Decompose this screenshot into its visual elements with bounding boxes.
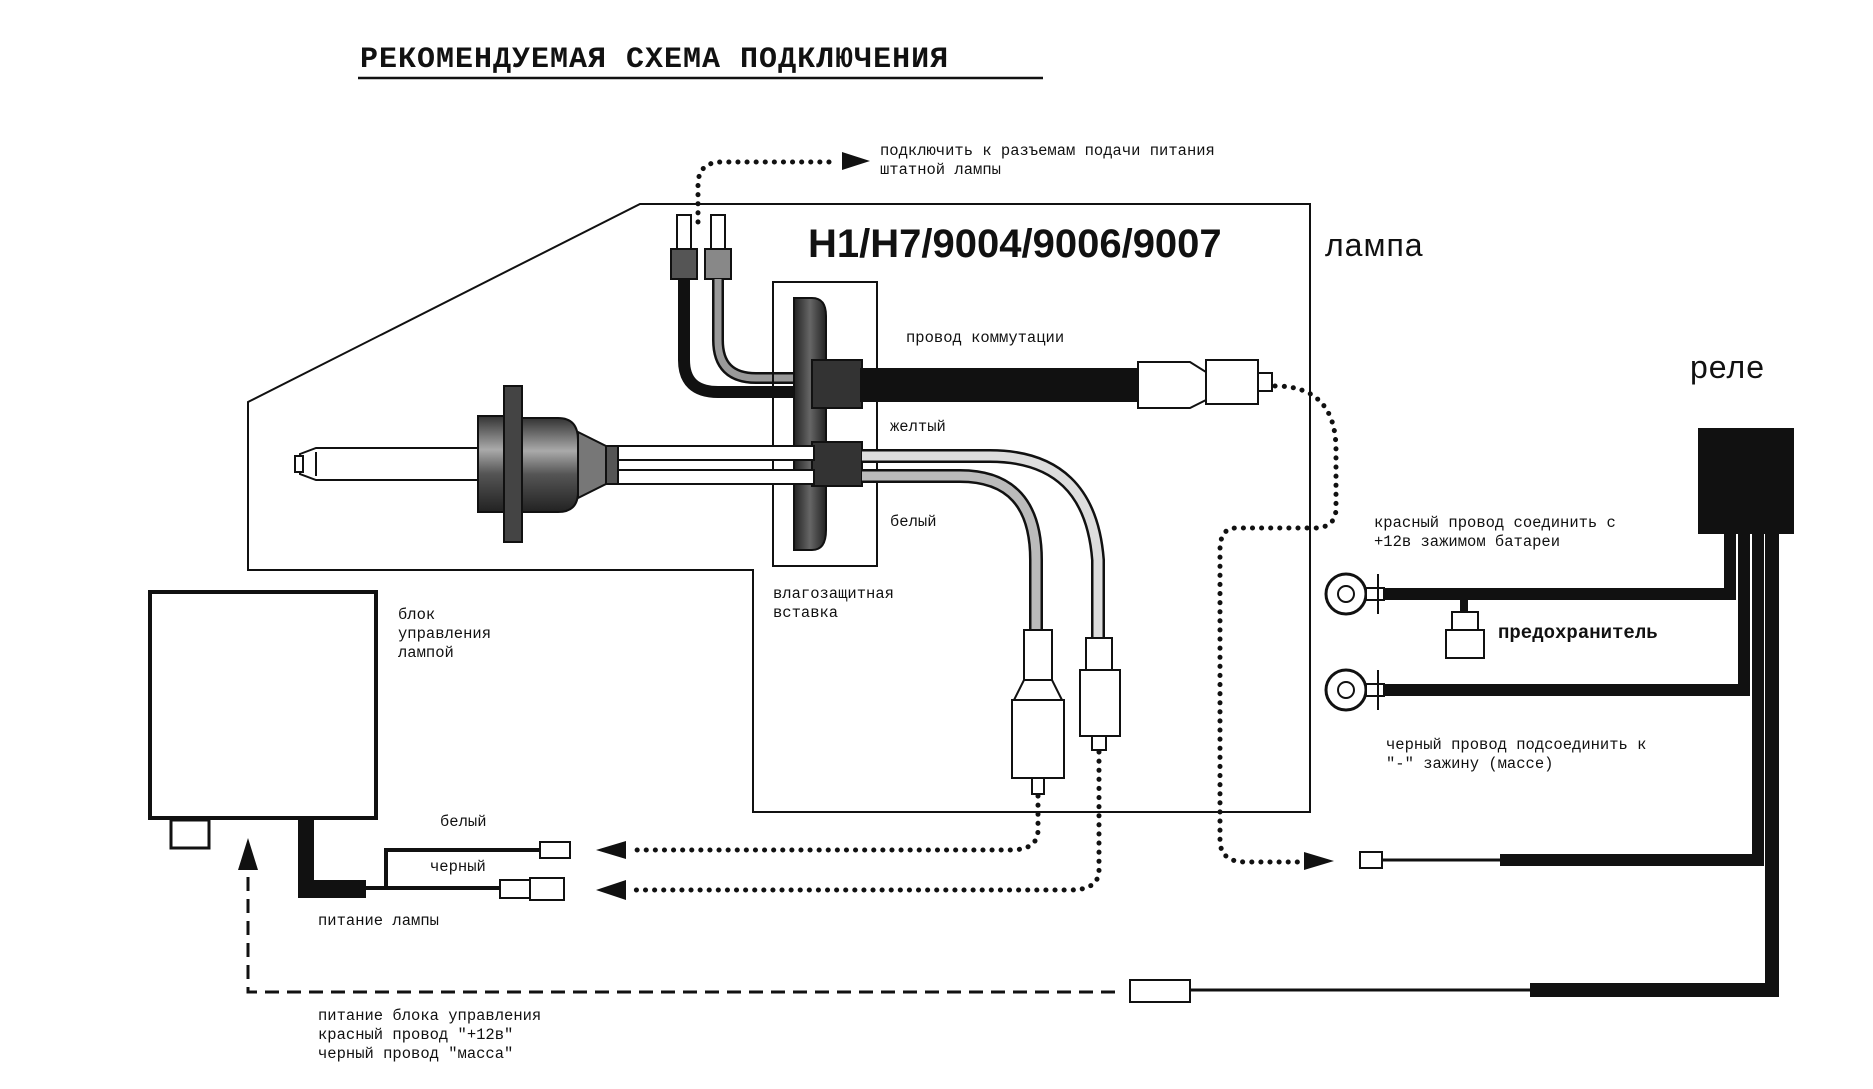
fuse-label: предохранитель xyxy=(1498,622,1658,644)
connector-icon xyxy=(1137,359,1273,409)
connector-icon xyxy=(499,841,571,901)
white-ctrl-label: белый xyxy=(440,813,487,831)
arrow-icon xyxy=(1304,852,1334,870)
ring-terminal-icon xyxy=(1324,572,1385,616)
control-unit xyxy=(148,590,378,820)
connector-icon xyxy=(670,214,732,280)
yellow-label: желтый xyxy=(890,418,946,436)
black-dotted-wire xyxy=(627,749,1102,893)
connect-power-line2: штатной лампы xyxy=(880,161,1001,179)
arrow-icon xyxy=(596,841,626,859)
ctrl-power-line2: красный провод "+12в" xyxy=(318,1026,513,1044)
lamp-power-label: питание лампы xyxy=(318,912,439,930)
arrow-icon xyxy=(238,838,258,870)
lamp-models-label: H1/H7/9004/9006/9007 xyxy=(808,222,1222,266)
connector-icon xyxy=(1011,629,1065,795)
connect-power-line1: подключить к разъемам подачи питания xyxy=(880,142,1215,160)
seal-body xyxy=(793,297,827,551)
control-line1: блок xyxy=(398,606,435,624)
lamp-outline xyxy=(247,203,1311,813)
white-dotted-wire xyxy=(627,793,1041,853)
power-dotted-wire xyxy=(695,159,841,225)
white-lamp-label: белый xyxy=(890,513,937,531)
control-line3: лампой xyxy=(398,644,454,662)
control-unit-socket xyxy=(169,818,211,850)
insert-line2: вставка xyxy=(773,604,838,622)
connector-icon xyxy=(1079,637,1121,751)
seal-frame xyxy=(772,281,878,567)
connector-icon xyxy=(1129,979,1191,1003)
switch-wire-label: провод коммутации xyxy=(906,329,1064,347)
red-wire-line1: красный провод соединить с xyxy=(1374,514,1616,532)
ctrl-power-line1: питание блока управления xyxy=(318,1007,541,1025)
insert-line1: влагозащитная xyxy=(773,585,894,603)
relay-icon xyxy=(1698,428,1794,534)
lamp-label: лампа xyxy=(1325,227,1424,263)
arrow-icon xyxy=(842,152,870,170)
title-text: РЕКОМЕНДУЕМАЯ СХЕМА ПОДКЛЮЧЕНИЯ xyxy=(360,43,949,77)
relay-label: реле xyxy=(1690,349,1765,385)
arrow-icon xyxy=(596,880,626,900)
connector-icon xyxy=(1359,851,1383,869)
red-wire-line2: +12в зажимом батареи xyxy=(1374,533,1560,551)
ctrl-power-dashed-wire xyxy=(246,868,1115,994)
ctrl-power-line3: черный провод "масса" xyxy=(318,1045,513,1063)
control-line2: управления xyxy=(398,625,491,643)
ring-terminal-icon xyxy=(1324,668,1385,712)
black-ctrl-label: черный xyxy=(430,858,486,876)
switch-dotted-wire xyxy=(1217,383,1339,865)
diagram-title: РЕКОМЕНДУЕМАЯ СХЕМА ПОДКЛЮЧЕНИЯ xyxy=(358,43,1043,80)
bulb-icon xyxy=(294,385,619,543)
black-wire-line2: "-" зажину (массе) xyxy=(1386,755,1553,773)
black-wire-line1: черный провод подсоединить к xyxy=(1386,736,1646,754)
fuse-icon xyxy=(1445,594,1485,659)
